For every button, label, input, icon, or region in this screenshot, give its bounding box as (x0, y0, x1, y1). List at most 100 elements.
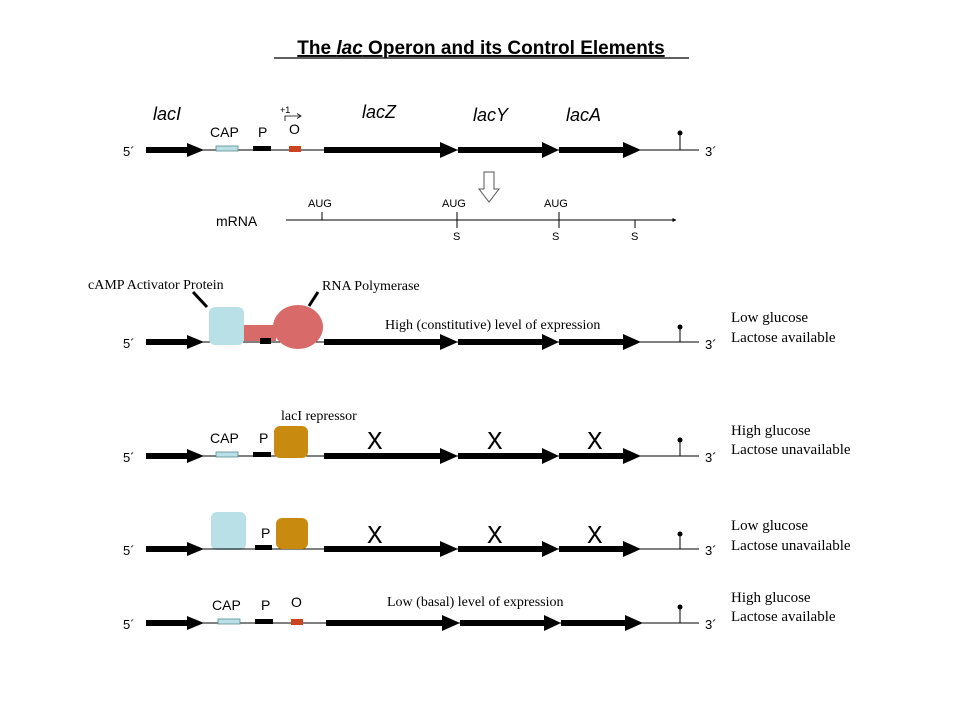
lacZ-gene-arrow (324, 334, 458, 350)
high-expression-label: High (constitutive) level of expression (385, 318, 600, 333)
terminator-icon (677, 531, 683, 537)
gene-label-lacY: lacY (473, 105, 510, 125)
lacY-gene-arrow (460, 615, 561, 631)
stop-label: S (552, 231, 559, 243)
transcription-start-arrow (284, 115, 300, 121)
aug-label: AUG (544, 198, 568, 210)
condition-glucose: Low glucose (731, 310, 808, 326)
blocked-x-mark: X (587, 521, 603, 551)
three-prime-label: 3´ (705, 543, 717, 558)
pointer-arrow (191, 290, 209, 309)
operator-label: O (291, 594, 302, 610)
condition-lactose: Lactose unavailable (731, 538, 851, 554)
condition-glucose: High glucose (731, 590, 811, 606)
condition-glucose: Low glucose (731, 518, 808, 534)
stop-label: S (453, 231, 460, 243)
cap-label: CAP (210, 124, 239, 140)
plus-one-label: +1 (280, 105, 290, 115)
state-high-glucose-lactose-unavailable: lacI repressor CAP P 5´ X X X 3´ High gl… (123, 409, 851, 465)
repressor-shape (276, 518, 308, 549)
operator-label: O (289, 121, 300, 137)
promoter-label: P (259, 430, 268, 446)
rna-polymerase-shape (273, 305, 323, 349)
stop-label: S (631, 231, 638, 243)
five-prime-label: 5´ (123, 450, 135, 465)
lacZ-gene-arrow (324, 541, 458, 557)
five-prime-label: 5´ (123, 144, 135, 159)
terminator-icon (677, 604, 683, 610)
lacA-gene-arrow (559, 448, 641, 464)
lacI-gene-arrow (146, 449, 204, 463)
three-prime-label: 3´ (705, 144, 717, 159)
lacZ-gene-arrow (324, 142, 458, 158)
lacA-gene-arrow (561, 615, 643, 631)
repressor-label: lacI repressor (281, 409, 357, 424)
cap-site-box (217, 618, 241, 625)
state-low-glucose-lactose-available: cAMP Activator Protein RNA Polymerase 5´… (88, 278, 836, 352)
lacZ-gene-arrow (326, 615, 460, 631)
lacI-gene-arrow (146, 335, 204, 349)
cap-label: CAP (212, 597, 241, 613)
cap-site-box (215, 451, 239, 458)
cap-protein-shape (211, 512, 246, 550)
lacA-gene-arrow (559, 541, 641, 557)
transcription-down-arrow-icon (477, 171, 501, 203)
page-title: The lac Operon and its Control Elements (297, 38, 664, 59)
blocked-x-mark: X (367, 521, 383, 551)
operon-map-row: lacI lacZ lacY lacA CAP P O +1 5´ 3´ (123, 102, 717, 159)
lacY-gene-arrow (458, 448, 559, 464)
promoter-label: P (261, 525, 270, 541)
cap-label: CAP (210, 430, 239, 446)
lacY-gene-arrow (458, 334, 559, 350)
three-prime-label: 3´ (705, 337, 717, 352)
three-prime-label: 3´ (705, 450, 717, 465)
lacA-gene-arrow (559, 334, 641, 350)
cap-protein-shape (209, 307, 244, 345)
lacI-gene-arrow (146, 616, 204, 630)
promoter-box (260, 338, 271, 344)
five-prime-label: 5´ (123, 617, 135, 632)
lacA-gene-arrow (559, 142, 641, 158)
gene-label-lacZ: lacZ (362, 102, 397, 122)
five-prime-label: 5´ (123, 336, 135, 351)
pointer-arrow (307, 291, 320, 307)
cap-protein-label: cAMP Activator Protein (88, 278, 224, 293)
lacI-gene-arrow (146, 143, 204, 157)
state-high-glucose-lactose-available: CAP P O Low (basal) level of expression … (123, 590, 836, 632)
promoter-box (253, 146, 271, 151)
cap-site-box (215, 145, 239, 152)
blocked-x-mark: X (587, 427, 603, 457)
five-prime-label: 5´ (123, 543, 135, 558)
mrna-label: mRNA (216, 213, 258, 229)
lacI-gene-arrow (146, 542, 204, 556)
blocked-x-mark: X (487, 427, 503, 457)
operator-box (291, 619, 303, 625)
condition-glucose: High glucose (731, 423, 811, 439)
aug-label: AUG (442, 198, 466, 210)
promoter-box (255, 545, 272, 550)
aug-label: AUG (308, 198, 332, 210)
gene-label-lacI: lacI (153, 104, 181, 124)
lacY-gene-arrow (458, 541, 559, 557)
repressor-shape (274, 426, 308, 458)
terminator-icon (677, 130, 683, 136)
promoter-label: P (261, 597, 270, 613)
condition-lactose: Lactose available (731, 609, 836, 625)
lacY-gene-arrow (458, 142, 559, 158)
gene-label-lacA: lacA (566, 105, 601, 125)
condition-lactose: Lactose available (731, 330, 836, 346)
three-prime-label: 3´ (705, 617, 717, 632)
blocked-x-mark: X (487, 521, 503, 551)
blocked-x-mark: X (367, 427, 383, 457)
low-expression-label: Low (basal) level of expression (387, 595, 564, 610)
terminator-icon (677, 437, 683, 443)
promoter-label: P (258, 124, 267, 140)
operator-box (289, 146, 301, 152)
promoter-box (255, 619, 273, 624)
terminator-icon (677, 324, 683, 330)
rna-polymerase-label: RNA Polymerase (322, 279, 420, 294)
condition-lactose: Lactose unavailable (731, 442, 851, 458)
promoter-box (253, 452, 271, 457)
polymerase-tail (244, 325, 276, 341)
